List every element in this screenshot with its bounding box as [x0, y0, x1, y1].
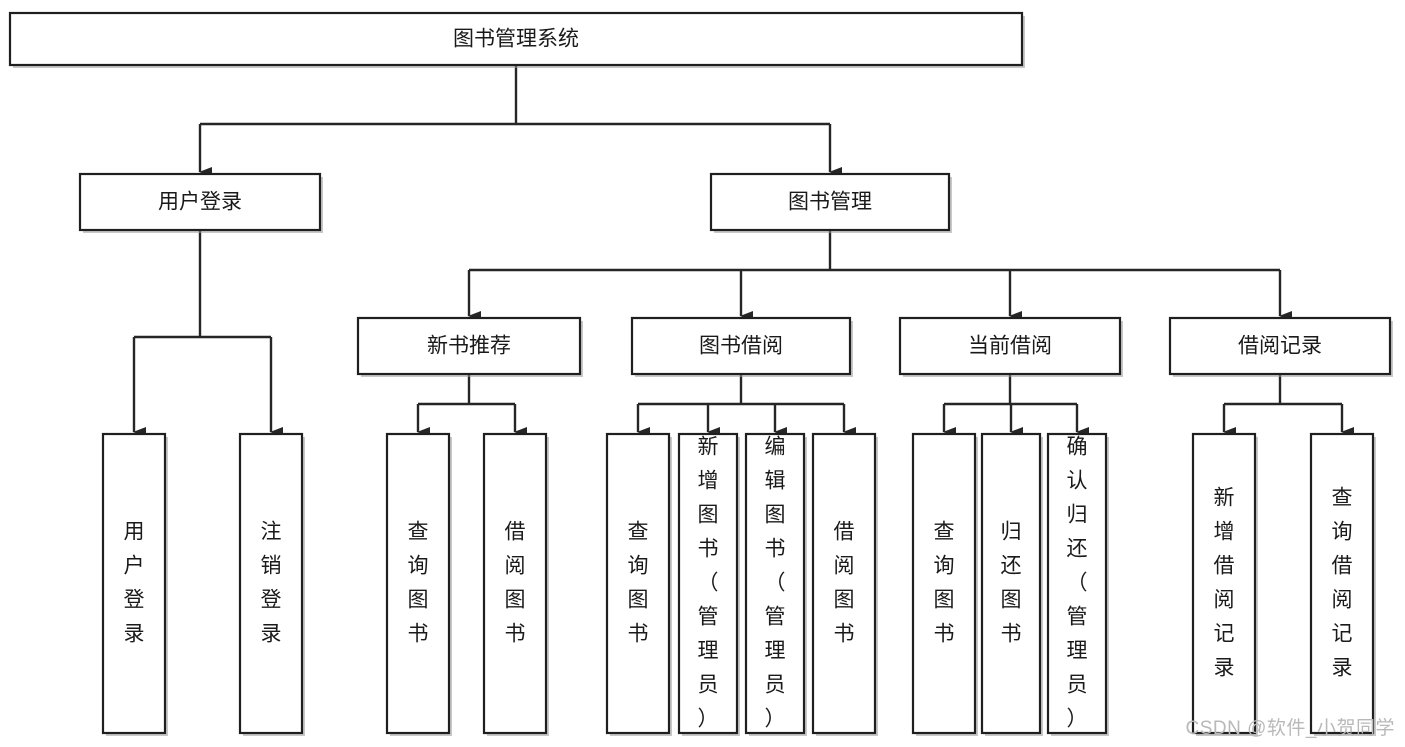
- node-leaf-add-book[interactable]: 新增图书（管理员）: [677, 432, 740, 736]
- node-label: 新增图书（管理员）: [698, 436, 719, 731]
- node-label: 查询图书: [408, 521, 429, 646]
- node-label: 图书借阅: [699, 335, 783, 358]
- node-label: 编辑图书（管理员）: [765, 436, 786, 731]
- connector-user-login-to-leaves: [132, 230, 283, 437]
- node-user-login[interactable]: 用户登录: [78, 172, 323, 233]
- node-root[interactable]: 图书管理系统: [8, 11, 1025, 68]
- node-leaf-borrow-book-1[interactable]: 借阅图书: [482, 432, 549, 736]
- node-label: 用户登录: [124, 521, 145, 646]
- node-leaf-user-login[interactable]: 用户登录: [101, 432, 168, 736]
- node-label: 新书推荐: [427, 335, 511, 358]
- node-borrow-record[interactable]: 借阅记录: [1168, 316, 1393, 377]
- node-leaf-confirm-return[interactable]: 确认归还（管理员）: [1046, 432, 1109, 736]
- node-book-manage[interactable]: 图书管理: [709, 172, 952, 233]
- node-label: 当前借阅: [968, 335, 1052, 358]
- node-label: 借阅图书: [505, 521, 526, 646]
- node-label: 新增借阅记录: [1214, 487, 1235, 680]
- node-leaf-query-book-2[interactable]: 查询图书: [605, 432, 672, 736]
- node-label: 用户登录: [158, 191, 242, 214]
- node-leaf-add-record[interactable]: 新增借阅记录: [1191, 432, 1258, 736]
- node-label: 查询图书: [628, 521, 649, 646]
- connector-book-manage-to-level2: [467, 230, 1292, 321]
- node-label: 查询借阅记录: [1332, 487, 1353, 680]
- node-label: 图书管理: [788, 191, 872, 214]
- node-leaf-borrow-book-2[interactable]: 借阅图书: [811, 432, 878, 736]
- node-label: 借阅图书: [834, 521, 855, 646]
- node-label: 图书管理系统: [453, 28, 579, 51]
- connector-borrow-record-to-leaves: [1222, 374, 1354, 437]
- connector-root-to-level1: [198, 65, 842, 177]
- node-label: 查询图书: [934, 521, 955, 646]
- node-leaf-query-book-1[interactable]: 查询图书: [385, 432, 452, 736]
- connector-new-book-recommend-to-leaves: [416, 374, 527, 437]
- node-label: 借阅记录: [1238, 335, 1322, 358]
- node-leaf-return-book[interactable]: 归还图书: [980, 432, 1043, 736]
- node-leaf-query-book-3[interactable]: 查询图书: [911, 432, 978, 736]
- node-leaf-query-record[interactable]: 查询借阅记录: [1309, 432, 1376, 736]
- node-layer: 图书管理系统用户登录图书管理新书推荐图书借阅当前借阅借阅记录用户登录注销登录查询…: [8, 11, 1393, 736]
- node-label: 注销登录: [261, 521, 282, 646]
- node-leaf-edit-book[interactable]: 编辑图书（管理员）: [744, 432, 807, 736]
- connector-layer: [132, 65, 1354, 437]
- node-current-borrow[interactable]: 当前借阅: [898, 316, 1123, 377]
- node-book-borrow[interactable]: 图书借阅: [630, 316, 853, 377]
- node-label: 确认归还（管理员）: [1067, 436, 1088, 731]
- node-leaf-logout-login[interactable]: 注销登录: [238, 432, 305, 736]
- node-new-book-recommend[interactable]: 新书推荐: [356, 316, 583, 377]
- node-label: 归还图书: [1001, 521, 1022, 646]
- connector-current-borrow-to-leaves: [942, 374, 1089, 437]
- connector-book-borrow-to-leaves: [636, 374, 856, 437]
